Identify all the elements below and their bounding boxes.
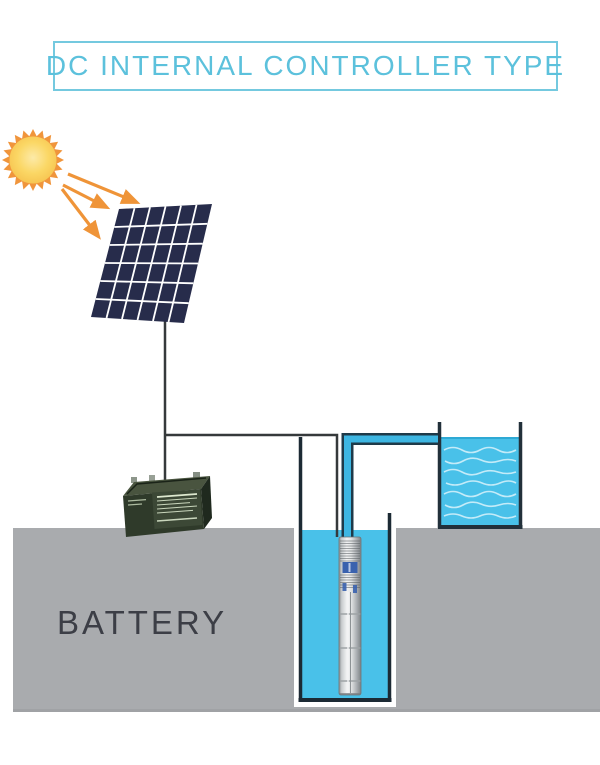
wire-junction-to-pump <box>165 433 339 537</box>
battery-ground-label: BATTERY <box>57 604 228 641</box>
dc-wire <box>163 315 339 537</box>
page-title: DC INTERNAL CONTROLLER TYPE <box>45 50 566 81</box>
sun-icon <box>2 129 64 191</box>
title-box: DC INTERNAL CONTROLLER TYPE <box>46 41 563 91</box>
battery-unit <box>123 472 212 537</box>
battery-label-lines <box>127 493 198 522</box>
water-waves <box>443 446 517 519</box>
panel-grid <box>95 204 208 323</box>
sun-rays-arrows <box>60 172 141 240</box>
submersible-pump <box>338 536 362 696</box>
solar-panel <box>91 204 212 323</box>
water-pipe <box>341 433 438 538</box>
storage-tank <box>437 422 523 529</box>
